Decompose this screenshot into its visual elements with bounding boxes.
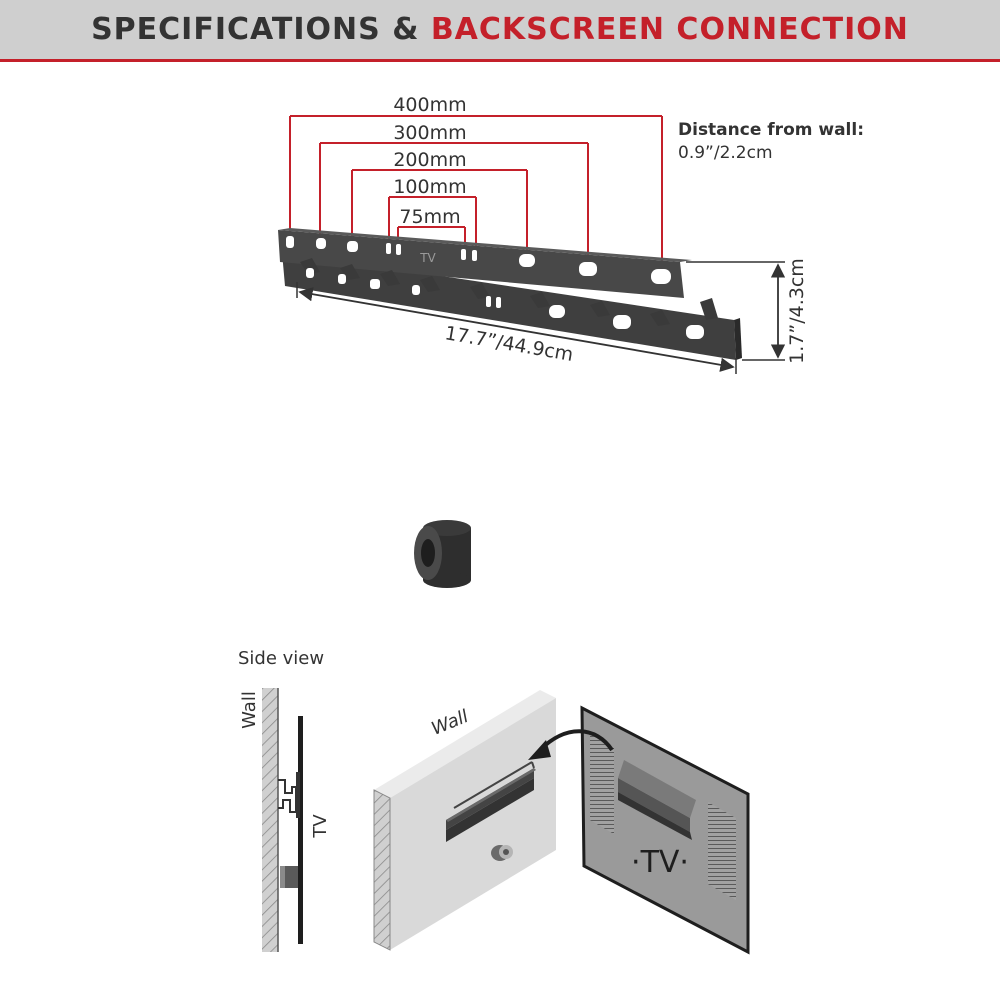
dimension-label-400mm: 400mm xyxy=(393,94,466,116)
page-header: SPECIFICATIONS & BACKSCREEN CONNECTION xyxy=(0,0,1000,62)
side-view-wall-label: Wall xyxy=(239,691,260,729)
side-view-title: Side view xyxy=(238,648,324,669)
dimension-label-75mm: 75mm xyxy=(399,206,460,228)
height-dimension: 1.7”/4.3cm xyxy=(686,258,808,364)
installation-tv-label: ·TV· xyxy=(631,845,689,880)
header-title-part1: SPECIFICATIONS & xyxy=(91,12,420,47)
distance-from-wall-label: Distance from wall: xyxy=(678,120,864,140)
curved-arrow-icon xyxy=(528,729,614,760)
distance-from-wall-value: 0.9”/2.2cm xyxy=(678,143,773,163)
dimension-label-300mm: 300mm xyxy=(393,122,466,144)
dimension-label-100mm: 100mm xyxy=(393,176,466,198)
specification-diagram: 400mm 300mm 200mm 100mm 75mm xyxy=(238,94,864,955)
header-title-part2: BACKSCREEN CONNECTION xyxy=(430,12,909,47)
height-label: 1.7”/4.3cm xyxy=(786,258,808,364)
dimension-label-200mm: 200mm xyxy=(393,149,466,171)
installation-wall-label: Wall xyxy=(428,706,471,740)
bracket-tv-marking: TV xyxy=(419,251,436,265)
spacer-icon xyxy=(414,520,471,588)
side-view-tv-label: TV xyxy=(310,814,331,839)
installation-tv-back xyxy=(580,705,750,955)
installation-wall xyxy=(373,690,556,951)
side-view-diagram xyxy=(262,688,303,952)
